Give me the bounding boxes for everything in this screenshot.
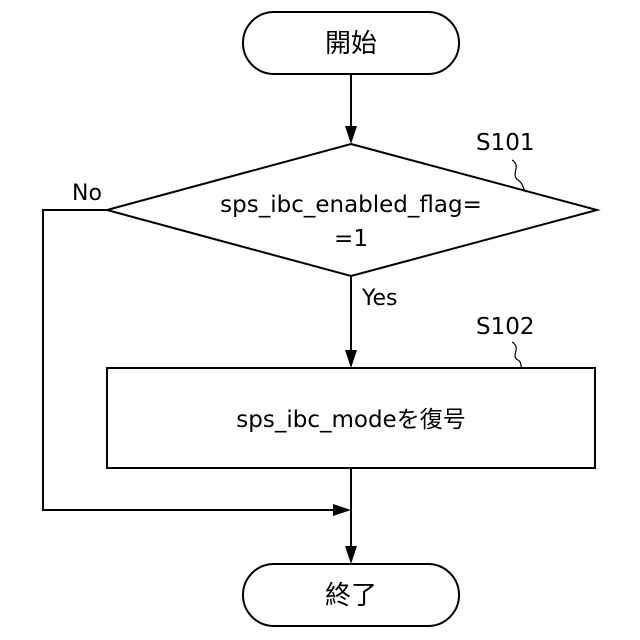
arrowhead-no-merge xyxy=(333,504,351,516)
arrowhead-to-decision xyxy=(345,126,357,144)
process-node: sps_ibc_modeを復号 xyxy=(107,368,595,468)
start-label: 開始 xyxy=(325,29,377,59)
arrowhead-to-process xyxy=(345,350,357,368)
decision-condition-line1: sps_ibc_enabled_flag= xyxy=(220,192,482,218)
step-label-s101: S101 xyxy=(476,130,535,156)
decision-node: sps_ibc_enabled_flag= =1 xyxy=(107,144,597,276)
end-node: 終了 xyxy=(243,564,459,626)
start-node: 開始 xyxy=(243,12,459,74)
arrowhead-to-end xyxy=(345,546,357,564)
process-label: sps_ibc_modeを復号 xyxy=(236,407,465,433)
branch-label-yes: Yes xyxy=(361,286,398,311)
branch-label-no: No xyxy=(72,181,102,206)
leader-s102 xyxy=(512,342,522,368)
decision-condition-line2: =1 xyxy=(334,226,368,252)
end-label: 終了 xyxy=(325,581,377,611)
step-label-s102: S102 xyxy=(476,314,535,340)
